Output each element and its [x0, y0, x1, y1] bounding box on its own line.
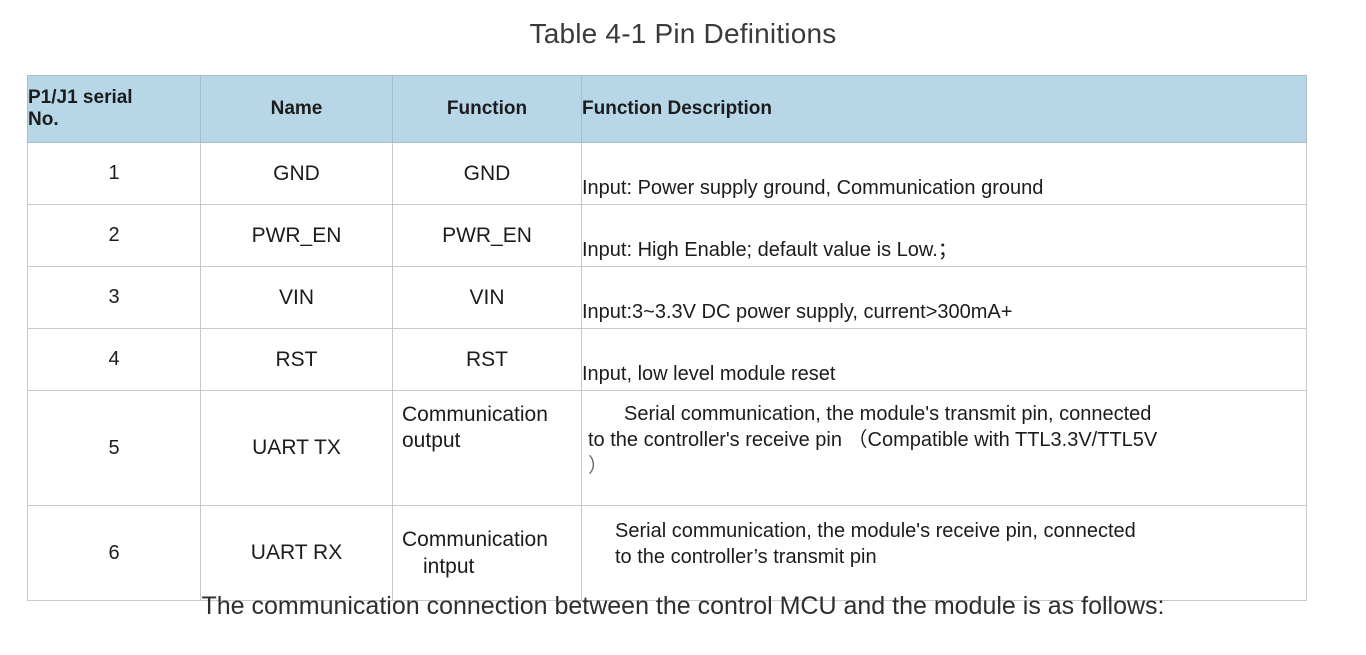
cell-serial-no: 6 — [27, 505, 201, 601]
cell-function: Communication intput — [392, 505, 582, 601]
cell-function: VIN — [392, 266, 582, 329]
cell-description: Serial communication, the module's trans… — [581, 390, 1307, 506]
column-header-serial-no-line1: P1/J1 serial — [28, 86, 133, 108]
cell-function: PWR_EN — [392, 204, 582, 267]
column-header-serial-no: P1/J1 serial No. — [27, 75, 201, 143]
table-row: 5 UART TX Communication output Serial co… — [27, 390, 1307, 506]
cell-serial-no: 4 — [27, 328, 201, 391]
cell-serial-no: 3 — [27, 266, 201, 329]
cell-description-line3: ） — [588, 455, 608, 477]
cell-description: Input:3~3.3V DC power supply, current>30… — [581, 266, 1307, 329]
cell-serial-no: 1 — [27, 142, 201, 205]
table-row: 2 PWR_EN PWR_EN Input: High Enable; defa… — [27, 204, 1307, 267]
cell-name: UART RX — [200, 505, 393, 601]
table-header-row: P1/J1 serial No. Name Function Function … — [27, 75, 1307, 143]
table-row: 6 UART RX Communication intput Serial co… — [27, 505, 1307, 601]
cell-function-line1: Communication — [402, 527, 548, 551]
cell-name: GND — [200, 142, 393, 205]
column-header-function-description: Function Description — [581, 75, 1307, 143]
cell-name: UART TX — [200, 390, 393, 506]
column-header-serial-no-line2: No. — [28, 109, 59, 130]
cell-description: Input, low level module reset — [581, 328, 1307, 391]
cell-function: Communication output — [392, 390, 582, 506]
table-row: 1 GND GND Input: Power supply ground, Co… — [27, 142, 1307, 205]
table-row: 3 VIN VIN Input:3~3.3V DC power supply, … — [27, 266, 1307, 329]
cell-name: VIN — [200, 266, 393, 329]
column-header-name: Name — [200, 75, 393, 143]
pin-definitions-table: P1/J1 serial No. Name Function Function … — [27, 75, 1307, 601]
cell-description: Serial communication, the module's recei… — [581, 505, 1307, 601]
cell-description-line1: Serial communication, the module's trans… — [624, 403, 1152, 425]
cell-description: Input: Power supply ground, Communicatio… — [581, 142, 1307, 205]
cell-description-line1: Serial communication, the module's recei… — [615, 520, 1136, 542]
cell-function-line1: Communication — [402, 403, 548, 426]
cell-serial-no: 5 — [27, 390, 201, 506]
cell-function-line2: intput — [423, 555, 475, 578]
cell-function-line2: output — [402, 428, 461, 452]
page-title: Table 4-1 Pin Definitions — [529, 18, 837, 49]
cell-description: Input: High Enable; default value is Low… — [581, 204, 1307, 267]
table-row: 4 RST RST Input, low level module reset — [27, 328, 1307, 391]
cell-name: RST — [200, 328, 393, 391]
cell-description-line2: to the controller’s transmit pin — [615, 546, 877, 568]
cell-function: GND — [392, 142, 582, 205]
cell-name: PWR_EN — [200, 204, 393, 267]
column-header-function: Function — [392, 75, 582, 143]
cell-description-line2: to the controller's receive pin （Compati… — [588, 429, 1158, 451]
cell-function: RST — [392, 328, 582, 391]
body-caption: The communication connection between the… — [201, 592, 1165, 620]
cell-serial-no: 2 — [27, 204, 201, 267]
